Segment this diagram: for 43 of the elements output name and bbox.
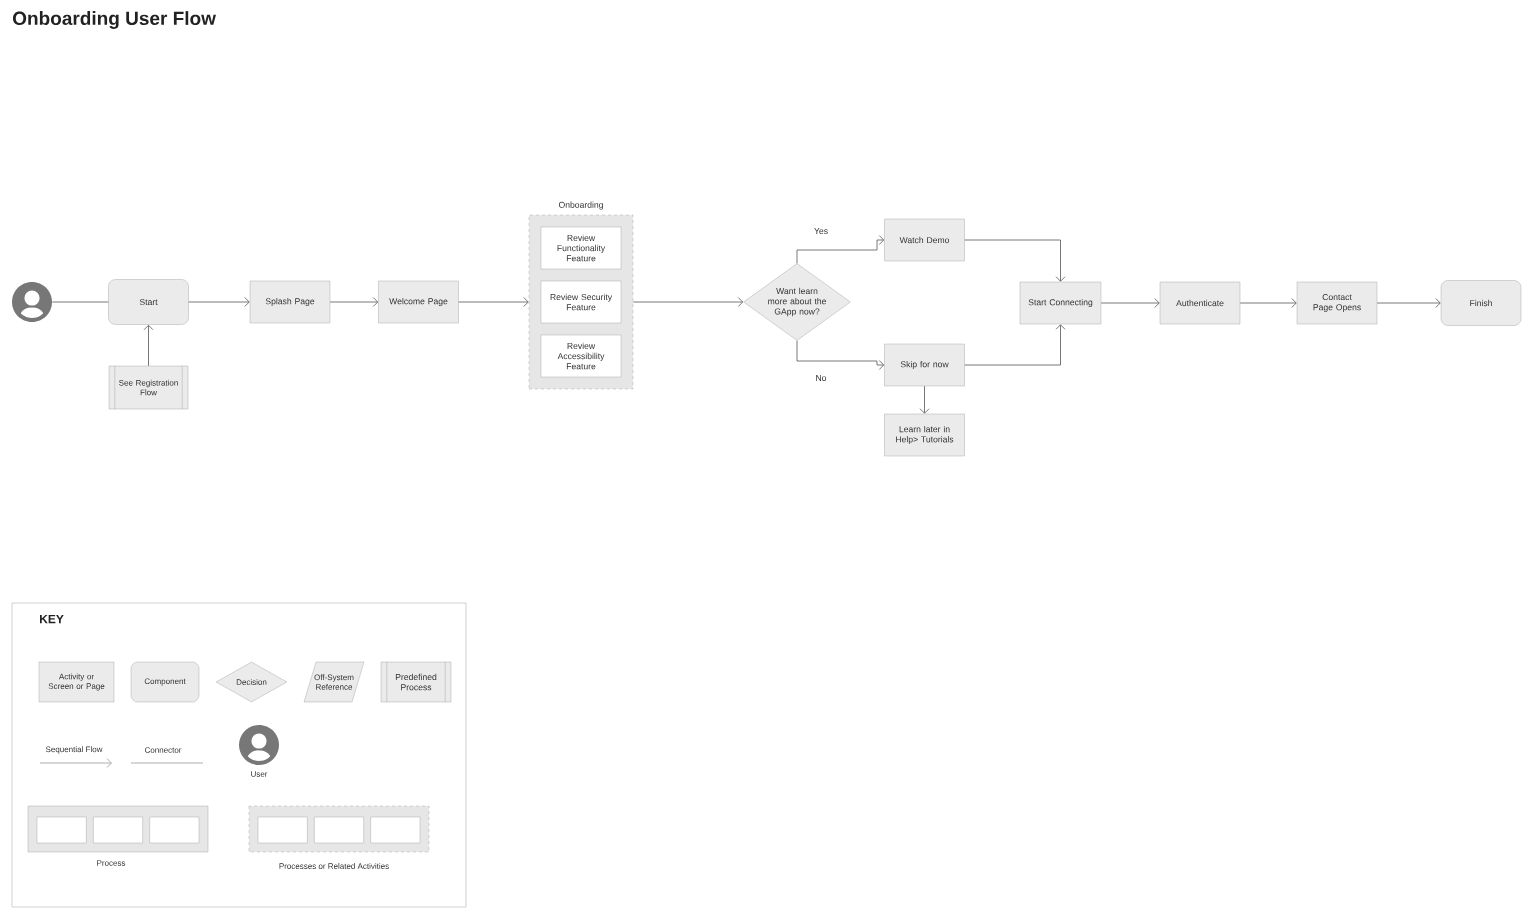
legend-text: Process (97, 860, 126, 866)
process-box: Start Connecting (1019, 281, 1102, 325)
connector-line (51, 301, 109, 303)
process-box: Review Accessibility Feature (540, 334, 622, 378)
rounded-box: Start (108, 279, 189, 325)
process-box: Contact Page Opens (1296, 281, 1378, 325)
arrow (143, 324, 154, 367)
arrow (1376, 298, 1441, 308)
process-box: Skip for now (884, 343, 965, 387)
arrow (632, 297, 744, 307)
edge-label: Yes (813, 227, 830, 235)
user-icon (12, 282, 52, 322)
legend-rounded-box: Component (130, 661, 200, 703)
arrow (796, 235, 885, 264)
arrow (1239, 298, 1297, 308)
predefined-process-box: See Registration Flow (108, 365, 189, 410)
legend-predefined-process-box: Predefined Process (380, 661, 452, 703)
arrow (188, 297, 250, 307)
edge-label: No (814, 374, 828, 382)
group-heading: Onboarding (558, 201, 603, 210)
legend-text: Sequential Flow (45, 746, 103, 754)
process-box: Watch Demo (884, 218, 965, 262)
process-box: Review Functionality Feature (540, 226, 622, 270)
rounded-box: Finish (1440, 280, 1522, 326)
process-box: Splash Page (249, 280, 331, 324)
key-heading: KEY (40, 614, 64, 624)
process-box: Welcome Page (378, 280, 459, 324)
title: Onboarding User Flow (13, 11, 216, 29)
arrow (329, 297, 379, 307)
legend-box: Activity or Screen or Page (38, 661, 115, 703)
arrow (964, 239, 1066, 282)
arrow (458, 297, 529, 307)
legend-text: Connector (144, 747, 182, 753)
legend-text: User (251, 771, 268, 777)
arrow (1100, 298, 1160, 308)
legend-parallelogram: Off-System Reference (303, 661, 365, 703)
process-box: Review Security Feature (540, 280, 622, 324)
arrow (964, 324, 1066, 366)
process-box: Learn later in Help> Tutorials (884, 413, 965, 457)
arrow (796, 340, 885, 370)
arrow (919, 385, 930, 414)
process-box: Authenticate (1159, 281, 1241, 325)
legend-text: Processes or Related Activities (279, 863, 389, 869)
